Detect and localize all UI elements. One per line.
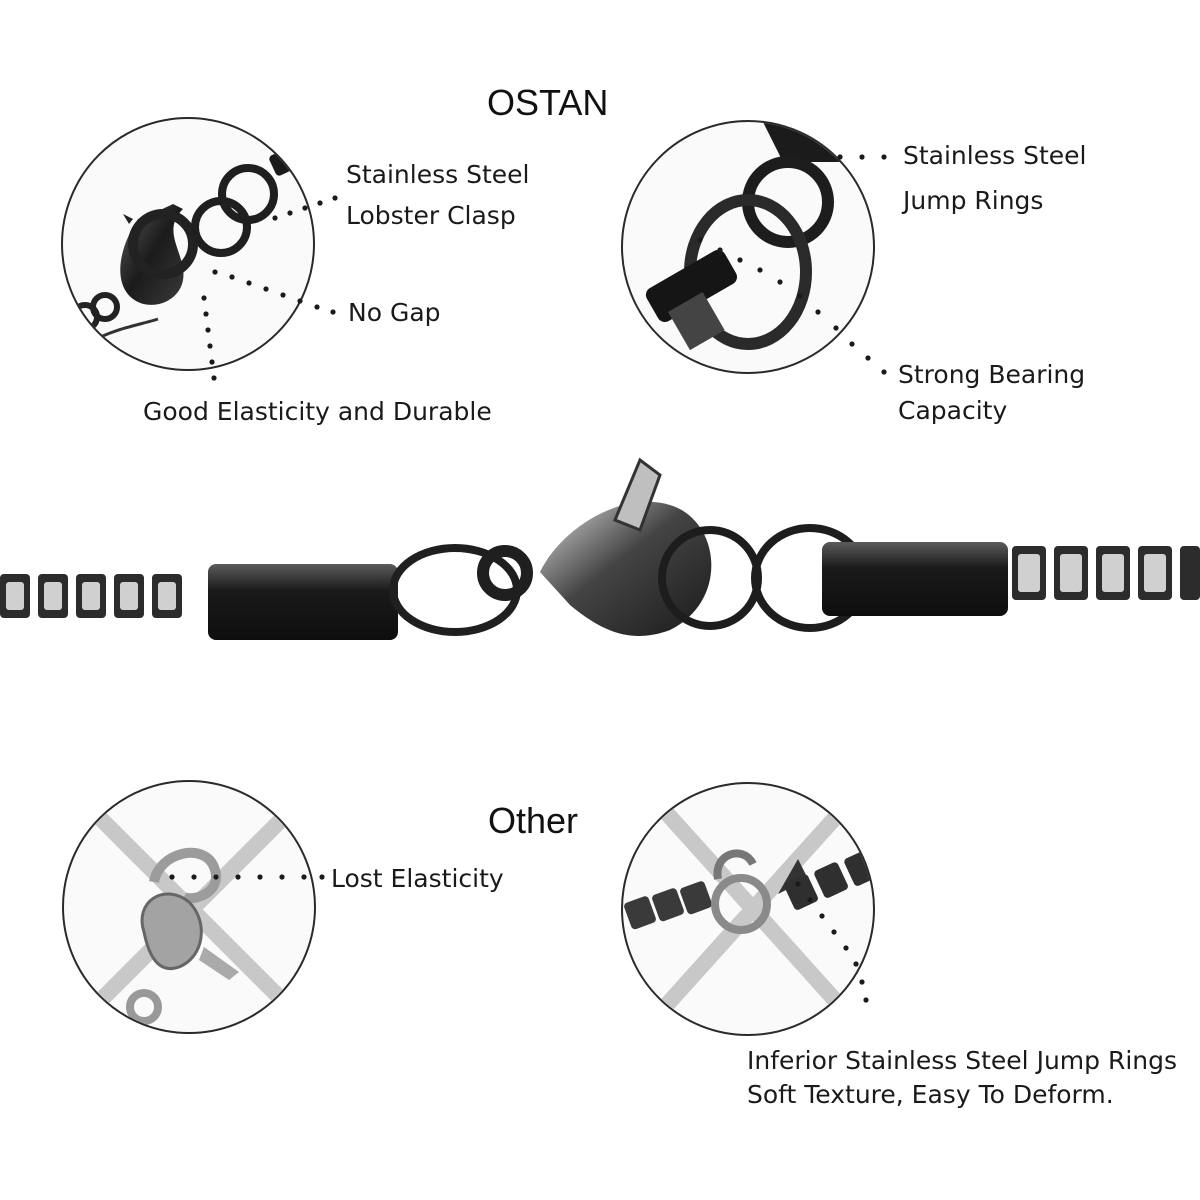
rings-callout-line1: Stainless Steel (903, 141, 1087, 170)
necklace-clasp-image (0, 450, 1200, 670)
deformed-ring-image (621, 782, 875, 1036)
inferior-callout-line2: Soft Texture, Easy To Deform. (747, 1080, 1114, 1109)
clasp-callout-line1: Stainless Steel (346, 160, 530, 189)
other-title: Other (488, 800, 579, 841)
lobster-clasp-closeup-image (61, 117, 315, 371)
broken-clasp-image (62, 780, 316, 1034)
cross-mark-icon (657, 803, 849, 1015)
ostan-title: OSTAN (487, 82, 609, 123)
no-gap-callout: No Gap (348, 298, 441, 327)
rings-callout-line2: Jump Rings (903, 186, 1044, 215)
jump-ring-closeup-image (621, 120, 875, 374)
lost-elasticity-callout: Lost Elasticity (331, 864, 504, 893)
bearing-callout-line2: Capacity (898, 396, 1008, 425)
inferior-callout-line1: Inferior Stainless Steel Jump Rings (747, 1046, 1178, 1075)
clasp-callout-line2: Lobster Clasp (346, 201, 516, 230)
elasticity-callout: Good Elasticity and Durable (143, 397, 492, 426)
bearing-callout-line1: Strong Bearing (898, 360, 1086, 389)
